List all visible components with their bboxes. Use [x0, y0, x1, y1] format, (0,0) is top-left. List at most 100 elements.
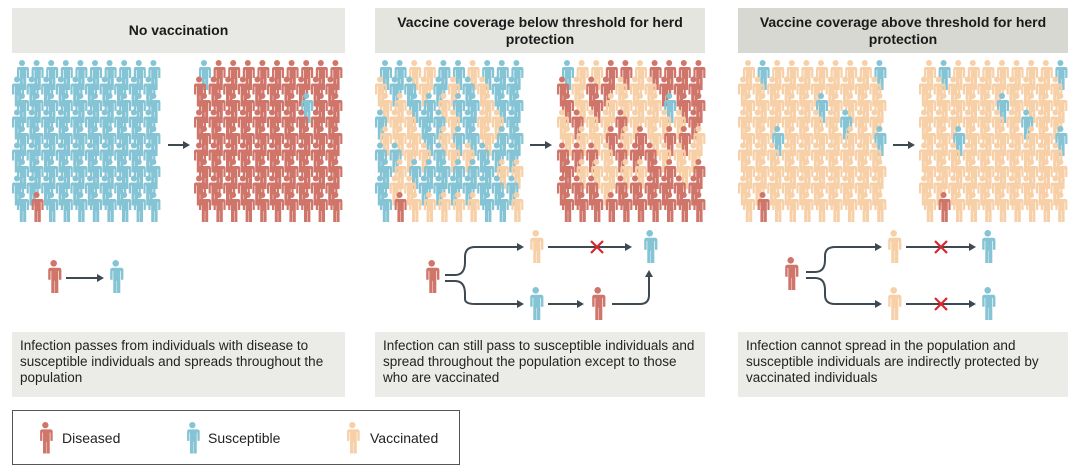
vaccinated-person-icon — [772, 192, 785, 222]
susceptible-person-icon — [982, 287, 996, 320]
panel-header-above-threshold: Vaccine coverage above threshold for her… — [738, 8, 1068, 53]
susceptible-person-icon — [110, 260, 124, 293]
susceptible-person-icon — [982, 230, 996, 263]
vaccinated-person-icon — [888, 287, 902, 320]
diseased-person-icon — [664, 192, 677, 222]
arrowhead — [517, 300, 524, 308]
vaccinated-person-icon — [1011, 192, 1024, 222]
vaccinated-person-icon — [453, 192, 465, 222]
diseased-person-icon — [591, 192, 604, 222]
vaccinated-person-icon — [530, 230, 544, 263]
panel-description-below-threshold: Infection can still pass to susceptible … — [375, 332, 705, 397]
susceptible-person-icon — [119, 192, 132, 222]
vaccinated-person-icon — [874, 192, 887, 222]
diseased-person-icon — [785, 257, 799, 290]
diseased-person-icon — [330, 192, 343, 222]
diseased-person-icon — [693, 192, 706, 222]
arrowhead — [545, 141, 552, 149]
susceptible-person-icon — [60, 192, 73, 222]
vaccinated-person-icon — [859, 192, 872, 222]
blocked-cross-icon — [934, 297, 948, 311]
arrowhead — [577, 300, 584, 308]
diseased-person-icon — [286, 192, 299, 222]
arrowhead — [97, 274, 104, 282]
blocked-cross-icon — [590, 240, 604, 254]
panel-header-no-vaccination: No vaccination — [12, 8, 345, 53]
panel-description-no-vaccination: Infection passes from individuals with d… — [12, 332, 345, 397]
vaccinated-person-icon — [816, 192, 828, 222]
arrowhead — [875, 300, 882, 308]
diseased-person-icon — [315, 192, 328, 222]
arrowhead — [969, 300, 976, 308]
arrowhead — [969, 243, 976, 251]
vaccinated-person-icon — [423, 192, 436, 222]
arrow — [806, 277, 878, 305]
susceptible-person-icon — [133, 192, 146, 222]
vaccinated-person-icon — [347, 422, 360, 454]
vaccinated-person-icon — [845, 192, 858, 222]
diseased-person-icon — [213, 192, 226, 222]
susceptible-person-icon — [644, 230, 658, 263]
blocked-cross-icon — [934, 240, 948, 254]
arrowhead — [875, 243, 882, 251]
vaccinated-person-icon — [1055, 192, 1068, 222]
diseased-person-icon — [562, 192, 574, 222]
susceptible-person-icon — [496, 192, 509, 222]
diseased-person-icon — [605, 192, 618, 222]
vaccinated-person-icon — [967, 192, 980, 222]
arrow — [445, 246, 520, 276]
vaccinated-person-icon — [1026, 192, 1039, 222]
arrowhead — [183, 141, 190, 149]
vaccinated-person-icon — [953, 192, 966, 222]
vaccinated-person-icon — [511, 192, 524, 222]
vaccinated-person-icon — [801, 192, 814, 222]
diseased-person-icon — [635, 192, 647, 222]
vaccinated-person-icon — [409, 192, 422, 222]
legend: Diseased Susceptible Vaccinated — [12, 410, 460, 465]
arrowhead — [517, 243, 524, 251]
diseased-person-icon — [31, 192, 44, 222]
diseased-person-icon — [242, 192, 255, 222]
vaccinated-person-icon — [888, 230, 902, 263]
vaccinated-person-icon — [982, 192, 995, 222]
diseased-person-icon — [938, 192, 951, 222]
susceptible-person-icon — [46, 192, 59, 222]
arrow — [806, 246, 878, 273]
susceptible-person-icon — [187, 422, 200, 454]
vaccinated-person-icon — [438, 192, 451, 222]
vaccinated-person-icon — [1040, 192, 1053, 222]
diseased-person-icon — [199, 192, 211, 222]
susceptible-person-icon — [90, 192, 102, 222]
susceptible-person-icon — [530, 287, 544, 320]
diseased-person-icon — [40, 422, 53, 454]
diseased-person-icon — [228, 192, 241, 222]
susceptible-person-icon — [75, 192, 88, 222]
arrow — [445, 280, 520, 305]
diseased-person-icon — [649, 192, 662, 222]
susceptible-person-icon — [380, 192, 392, 222]
panel-description-above-threshold: Infection cannot spread in the populatio… — [738, 332, 1068, 397]
legend-label-diseased: Diseased — [62, 430, 121, 446]
vaccinated-person-icon — [924, 192, 936, 222]
arrowhead — [645, 270, 653, 277]
diseased-person-icon — [678, 192, 691, 222]
diseased-person-icon — [620, 192, 633, 222]
diseased-person-icon — [301, 192, 314, 222]
susceptible-person-icon — [148, 192, 161, 222]
diseased-person-icon — [426, 260, 440, 293]
arrowhead — [625, 243, 632, 251]
arrow — [612, 276, 650, 305]
diseased-person-icon — [592, 287, 606, 320]
legend-label-susceptible: Susceptible — [208, 430, 281, 446]
vaccinated-person-icon — [743, 192, 755, 222]
panel-header-below-threshold: Vaccine coverage below threshold for her… — [375, 8, 705, 53]
diseased-person-icon — [48, 260, 62, 293]
diseased-person-icon — [757, 192, 770, 222]
legend-label-vaccinated: Vaccinated — [370, 430, 439, 446]
vaccinated-person-icon — [467, 192, 480, 222]
diseased-person-icon — [394, 192, 407, 222]
vaccinated-person-icon — [786, 192, 799, 222]
arrowhead — [908, 141, 915, 149]
